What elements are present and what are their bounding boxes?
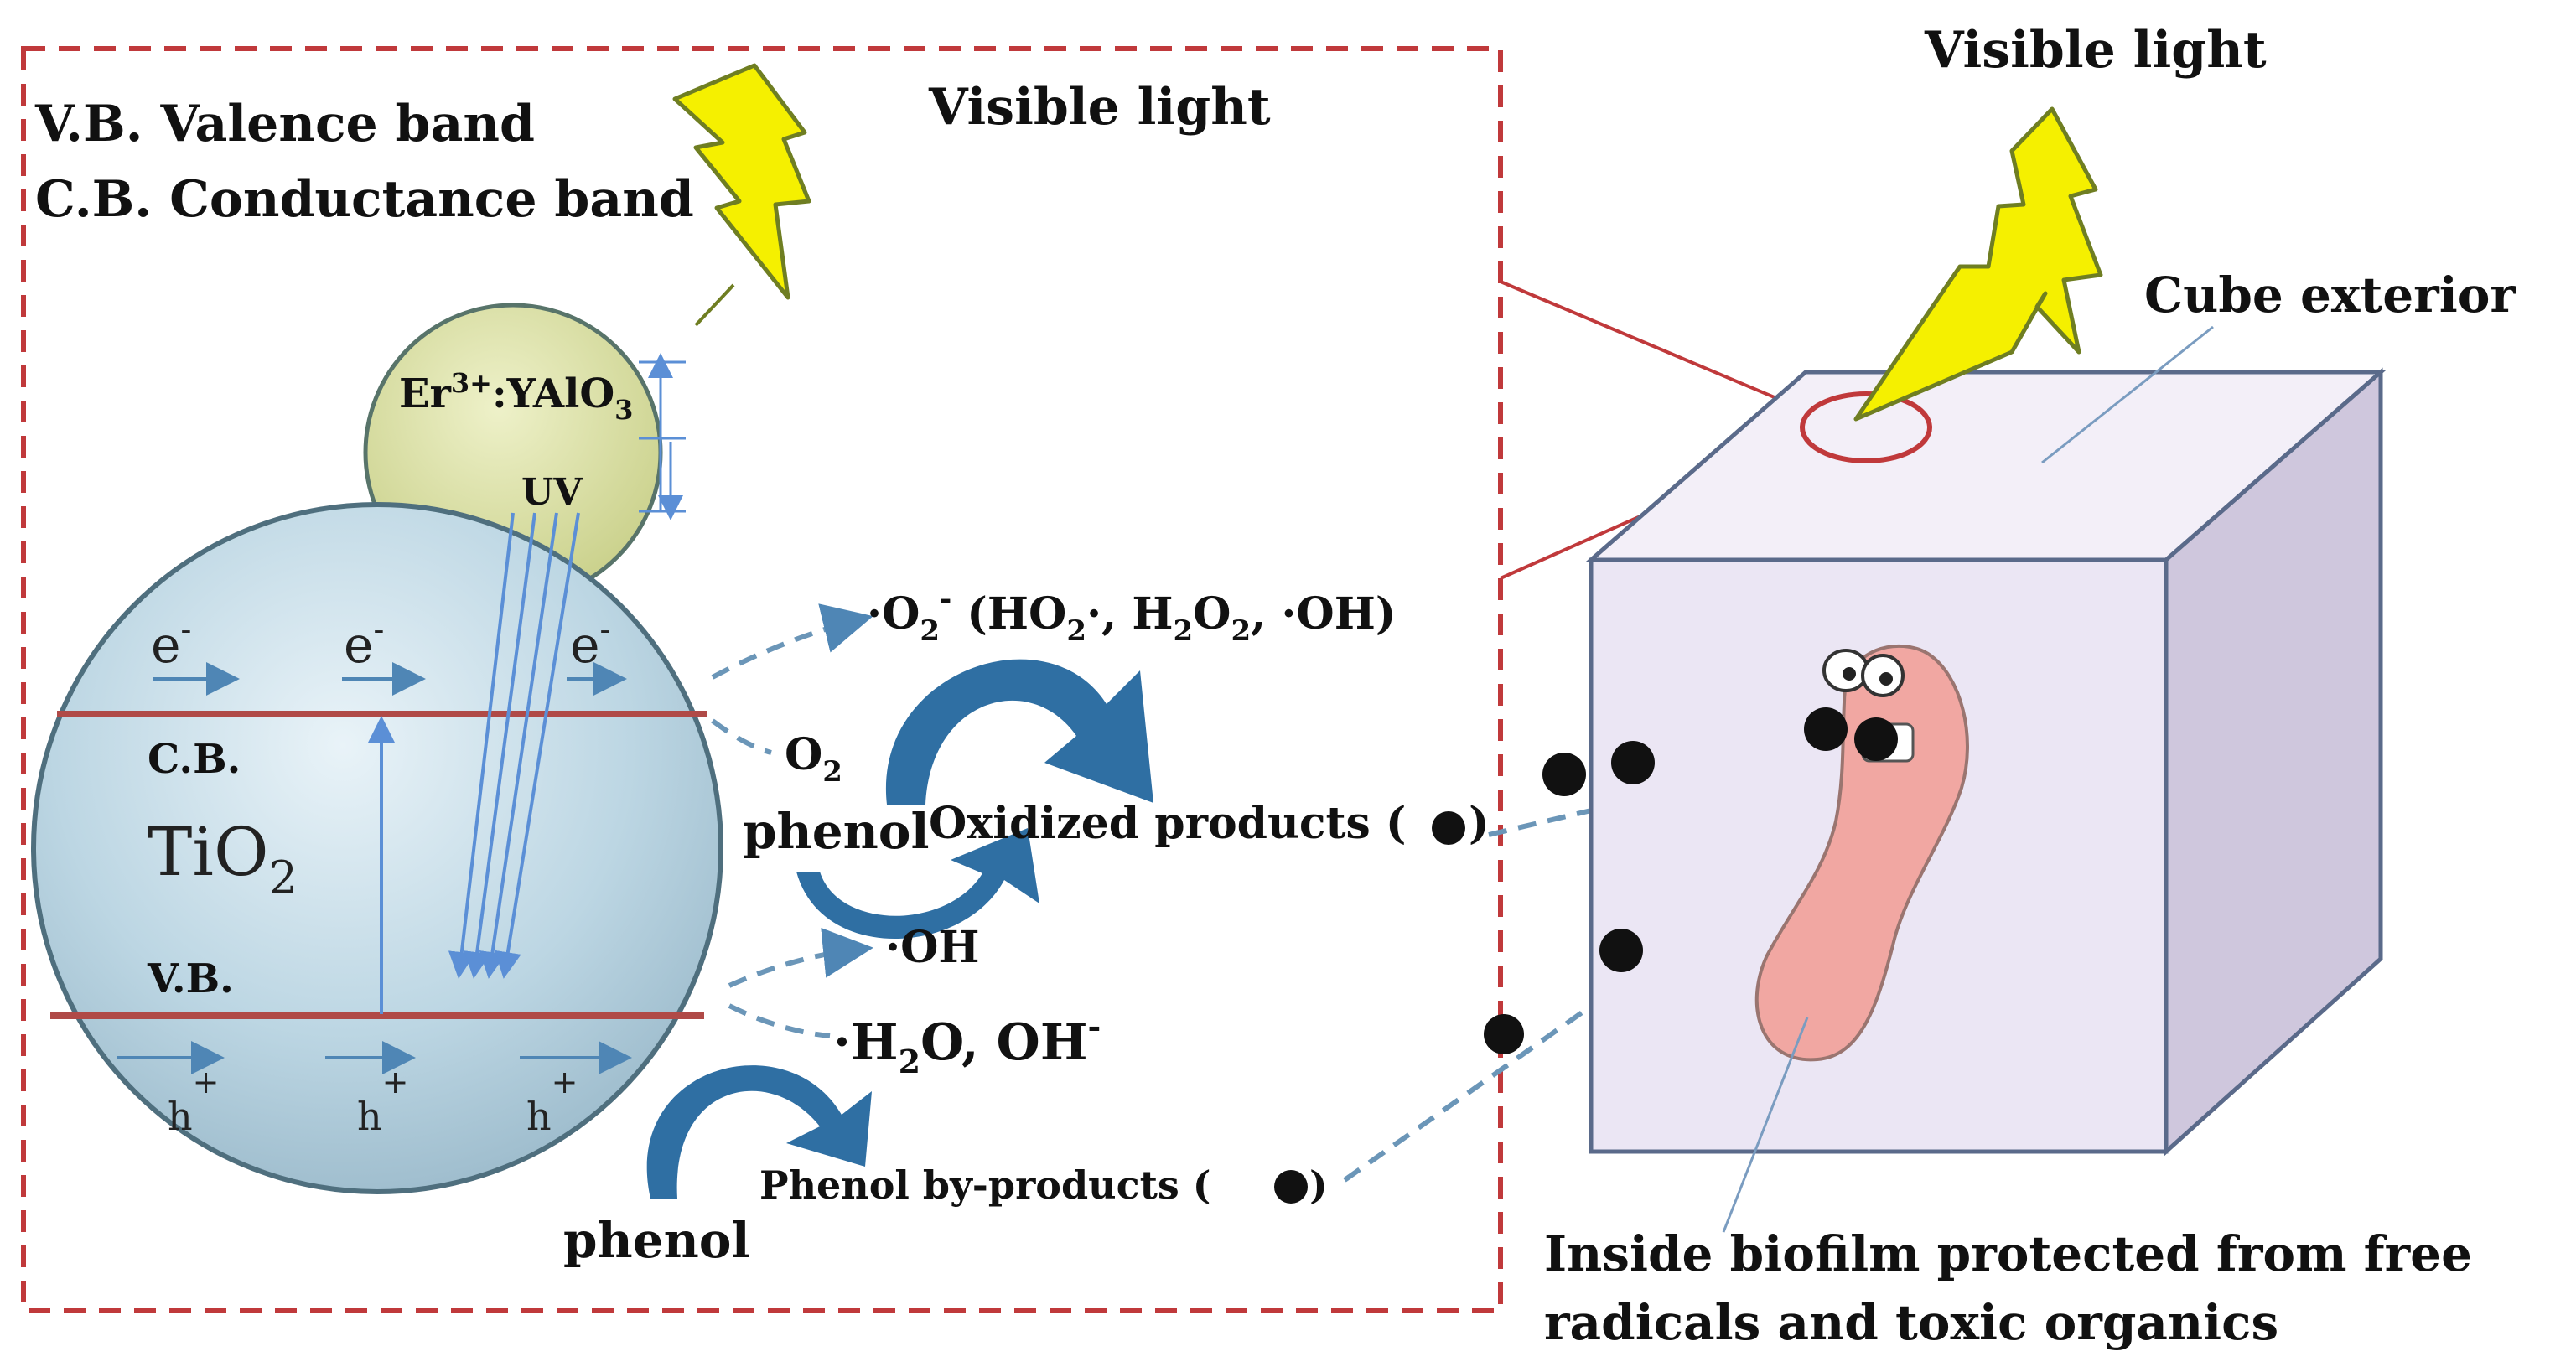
hole-3: h+ — [526, 1064, 578, 1139]
particle-3 — [1542, 753, 1586, 796]
tio2-base: TiO — [148, 813, 269, 891]
particle-2 — [1854, 717, 1898, 761]
phenol-mid-label: phenol — [743, 803, 930, 860]
cb-label: C.B. — [148, 736, 241, 783]
oxidized-products-close: ) — [1469, 798, 1490, 849]
tio2-label: TiO2 — [148, 813, 298, 904]
curved-arrow-bottom — [646, 1065, 872, 1199]
particle-6 — [1484, 1014, 1524, 1054]
hydroxyl-label: ·OH — [885, 922, 980, 973]
curved-arrow-middle — [796, 828, 1039, 939]
visible-light-label-right: Visible light — [1924, 21, 2267, 80]
particle-5 — [1599, 929, 1643, 972]
phenol-bottom-label: phenol — [563, 1212, 750, 1269]
er-base: Er — [399, 370, 452, 417]
oxidized-products-dot — [1432, 811, 1465, 845]
holes-row: h+ h+ h+ — [117, 1041, 632, 1139]
bacterium-pointer — [1722, 1017, 1809, 1233]
cube — [1585, 367, 2387, 1157]
legend-conductance-band: C.B. Conductance band — [35, 170, 694, 229]
legend-valence-band: V.B. Valence band — [34, 95, 535, 153]
electrons-row: e- e- e- — [151, 611, 627, 696]
er-yalo3-label: Er3+:YAlO3 — [399, 367, 633, 426]
cube-exterior-label: Cube exterior — [2144, 267, 2516, 324]
electron-1: e- — [151, 611, 191, 675]
er-sup: 3+ — [451, 367, 492, 399]
phenol-byproducts-close: ) — [1309, 1162, 1328, 1208]
zoom-circle — [1800, 391, 1932, 463]
oxidized-products-label: Oxidized products ( — [929, 798, 1407, 849]
visible-light-label-left: Visible light — [928, 78, 1271, 137]
biofilm-label-line1: Inside biofilm protected from free — [1544, 1225, 2472, 1282]
biofilm-label-line2: radicals and toxic organics — [1544, 1294, 2278, 1351]
curved-arrows — [646, 659, 1153, 1199]
bacterium-body — [1754, 644, 1969, 1062]
oxygen-label: O2 — [785, 729, 842, 789]
hole-1: h+ — [168, 1064, 219, 1139]
lightning-pointer — [694, 283, 735, 327]
superoxide-label: ·O2- (HO2·, H2O2, ·OH) — [867, 582, 1396, 648]
tio2-sub: 2 — [269, 852, 298, 904]
uv-label: UV — [521, 471, 583, 514]
phenol-byproducts-dot — [1274, 1170, 1308, 1204]
water-label: ·H2O, OH- — [833, 1007, 1101, 1080]
hole-2: h+ — [357, 1064, 408, 1139]
lightning-bolt-icon — [672, 63, 811, 300]
cube-exterior-pointer — [2041, 325, 2214, 464]
electron-2: e- — [344, 611, 384, 675]
tio2-sphere — [31, 502, 723, 1194]
particles — [1484, 707, 1898, 1054]
energy-level-markers — [639, 353, 686, 520]
uv-arrows — [448, 512, 580, 979]
particle-1 — [1804, 707, 1848, 751]
lightning-bolt-right-icon — [1853, 106, 2103, 422]
phenol-byproducts-label: Phenol by-products ( — [759, 1162, 1211, 1208]
reaction-dashed-arrows — [711, 603, 1697, 1183]
vb-label: V.B. — [147, 955, 234, 1002]
er-rest: :YAlO — [492, 370, 614, 417]
er-sub: 3 — [614, 394, 633, 426]
curved-arrow-top — [885, 659, 1153, 805]
particle-4 — [1611, 741, 1655, 784]
